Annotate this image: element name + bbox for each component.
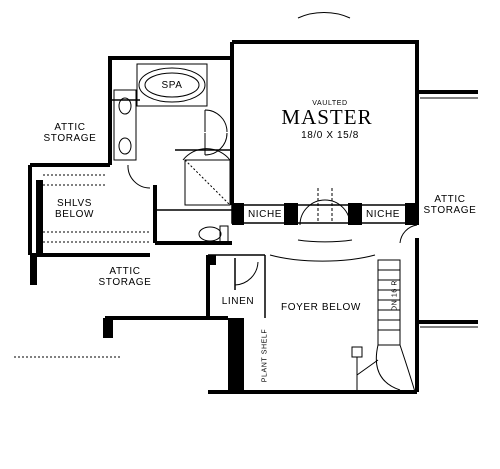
linen-label: LINEN [221, 296, 255, 307]
shelves [14, 174, 150, 358]
shower [182, 148, 231, 206]
plant-shelf-label: PLANT SHELF [261, 328, 269, 383]
spa-tub [136, 63, 208, 107]
shelves-label-1: SHLVS [52, 198, 97, 209]
shelves-label-2: BELOW [52, 209, 97, 220]
attic-right-label-1: ATTIC [434, 194, 466, 205]
vanity [113, 89, 137, 161]
stairs-label: DN 16 R [391, 279, 399, 312]
attic-bottom-label-2: STORAGE [98, 277, 152, 288]
attic-left-label-1: ATTIC [54, 122, 86, 133]
spa-label: SPA [161, 80, 183, 91]
wall-fills [30, 180, 419, 392]
attic-left-label-2: STORAGE [43, 133, 97, 144]
attic-right-label-2: STORAGE [423, 205, 477, 216]
vault-arcs [269, 11, 376, 262]
attic-bottom-label-1: ATTIC [109, 266, 141, 277]
master-vaulted-label: VAULTED [312, 100, 348, 107]
foyer-below-label: FOYER BELOW [281, 302, 361, 313]
niche-right-label: NICHE [364, 209, 402, 220]
doors [127, 109, 418, 286]
toilet [198, 225, 229, 243]
master-dims-label: 18/0 X 15/8 [301, 130, 359, 141]
niche-left-label: NICHE [246, 209, 284, 220]
staircase [351, 259, 416, 393]
master-room-label: MASTER [281, 105, 373, 129]
